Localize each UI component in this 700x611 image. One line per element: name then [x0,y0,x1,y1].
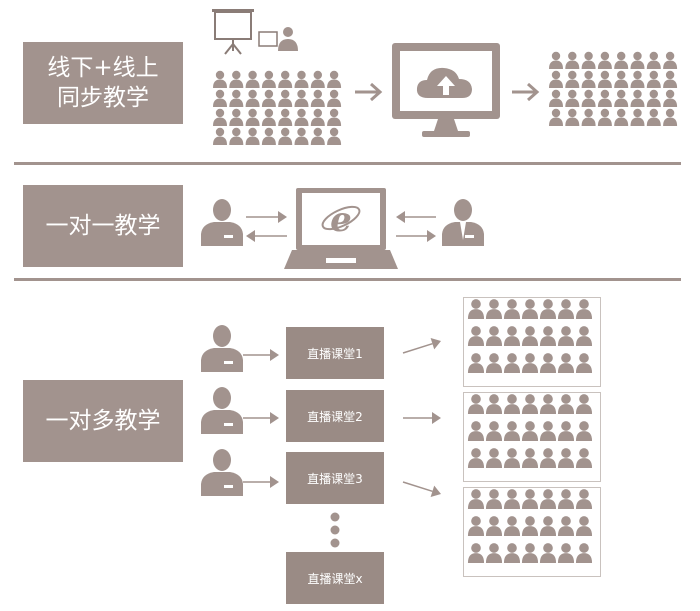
live-room-x-label: 直播课堂x [307,571,363,586]
one-to-many-teaching-label-box: 一对多教学 [23,380,183,462]
student-person-icon [201,199,243,246]
projector-screen-icon [212,9,298,55]
teacher-2-person-icon [201,387,243,434]
live-room-3-label: 直播课堂3 [307,471,363,486]
live-room-2-audience [467,394,593,468]
live-room-2: 直播课堂2 [286,390,384,442]
arrow-laptop-to-teacher [396,230,436,242]
online-students [549,51,678,126]
cloud-upload-monitor-icon [392,43,500,137]
section-divider-2 [14,278,681,281]
arrow-student-to-laptop [246,211,287,223]
arrow-teacher-to-laptop [396,211,436,223]
laptop-browser-icon: e [284,188,398,269]
live-room-3-audience [467,489,593,563]
svg-text:e: e [330,200,352,240]
teacher-3-person-icon [201,449,243,496]
arrow-room2-to-audience2 [403,412,441,424]
one-to-one-teaching-label: 一对一教学 [45,213,161,239]
teacher-1-person-icon [201,325,243,372]
arrow-cloud-to-online [512,82,540,102]
live-room-1-audience [467,299,593,373]
arrow-room3-to-audience3 [402,481,441,498]
teacher-person-icon [442,199,484,246]
live-room-1-label: 直播课堂1 [307,346,363,361]
one-to-one-teaching-label-box: 一对一教学 [23,185,183,267]
section-divider-1 [14,162,681,165]
arrow-room1-to-audience1 [402,337,441,354]
one-to-many-teaching-label: 一对多教学 [45,408,161,434]
live-room-1: 直播课堂1 [286,327,384,379]
arrow-teacher3-to-room3 [243,476,279,488]
vertical-ellipsis-icon [330,512,340,548]
live-room-x: 直播课堂x [286,552,384,604]
arrow-teacher1-to-room1 [243,349,279,361]
live-room-3: 直播课堂3 [286,452,384,504]
arrow-laptop-to-student [246,230,287,242]
live-room-2-label: 直播课堂2 [307,409,363,424]
local-classroom-students [213,70,342,145]
arrow-teacher2-to-room2 [243,412,279,424]
blended-teaching-label: 线下+线上 同步教学 [47,55,159,111]
arrow-classroom-to-cloud [355,82,383,102]
blended-teaching-label-box: 线下+线上 同步教学 [23,42,183,124]
